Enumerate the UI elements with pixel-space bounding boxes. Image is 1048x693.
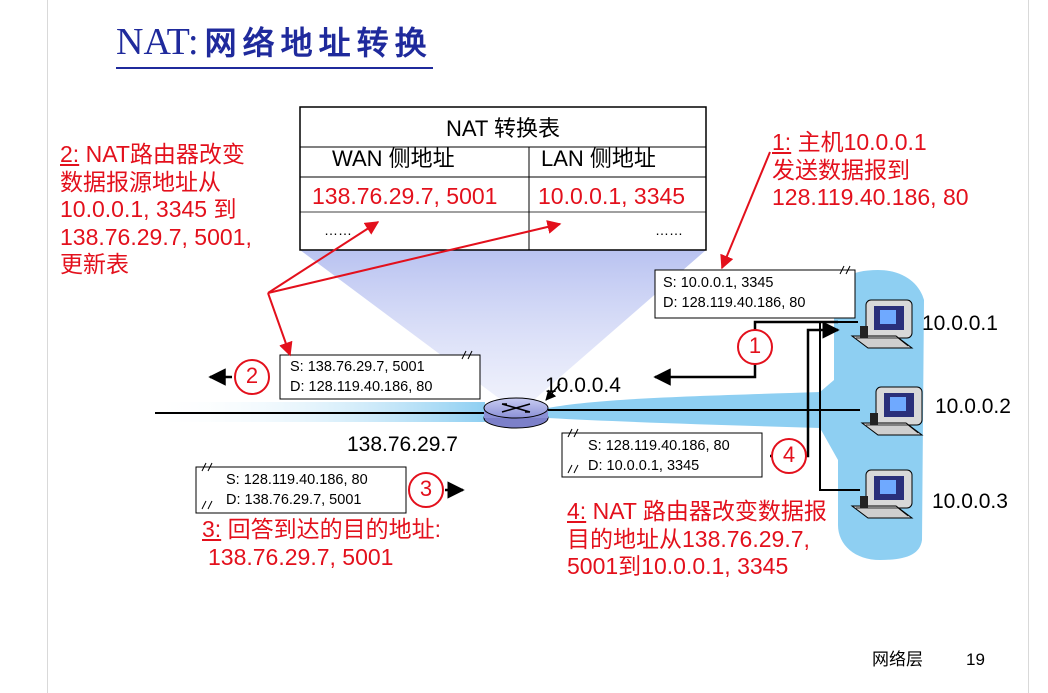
packet2-src: S: 138.76.29.7, 5001 — [290, 359, 425, 375]
slide-right-margin — [1028, 0, 1048, 693]
note-step1-num: 1: — [772, 129, 792, 155]
step-circle-3-label: 3 — [419, 476, 433, 501]
note-step3-num: 3: — [202, 516, 222, 542]
note-step2-line3: 10.0.0.1, 3345 到 — [60, 196, 237, 223]
title-prefix: NAT: — [116, 21, 199, 63]
page-number: 19 — [966, 650, 985, 669]
table-col-lan: LAN 侧地址 — [541, 146, 656, 171]
host3-address: 10.0.0.3 — [932, 490, 1008, 513]
note-step2: 2: NAT路由器改变 数据报源地址从 10.0.0.1, 3345 到 138… — [60, 141, 252, 279]
step-circle-1 — [737, 329, 773, 365]
packet-box-4 — [561, 428, 763, 478]
table-funnel-shade — [300, 250, 706, 405]
step-circle-1-label: 1 — [748, 333, 762, 358]
packet-box-3 — [195, 462, 407, 514]
host-computer-2-icon — [860, 386, 924, 436]
table-ellipsis-left: …… — [324, 222, 352, 238]
host-computer-3-icon — [850, 469, 914, 519]
table-wan-value: 138.76.29.7, 5001 — [312, 183, 498, 209]
table-ellipsis-right: …… — [655, 222, 683, 238]
step-circle-2 — [234, 359, 270, 395]
table-header: NAT 转换表 — [445, 116, 561, 141]
host1-address: 10.0.0.1 — [922, 312, 998, 335]
packet4-dst: D: 10.0.0.1, 3345 — [588, 458, 700, 474]
packet1-dst: D: 128.119.40.186, 80 — [663, 295, 806, 311]
note-step2-line2: 数据报源地址从 — [60, 168, 221, 195]
packet2-dst: D: 128.119.40.186, 80 — [290, 379, 433, 395]
slide-title: NAT:网络地址转换 — [116, 20, 433, 69]
callout-arrow-to-packet2 — [267, 292, 293, 357]
note-step1-line3: 128.119.40.186, 80 — [772, 184, 969, 211]
packet-box-2 — [279, 350, 481, 400]
note-step4-line2: 目的地址从138.76.29.7, — [567, 525, 810, 552]
packet1-src: S: 10.0.0.1, 3345 — [663, 275, 774, 291]
footer-label: 网络层 — [872, 650, 923, 669]
host2-address: 10.0.0.2 — [935, 395, 1011, 418]
packet-box-1 — [654, 265, 856, 319]
router-lan-address: 10.0.0.4 — [545, 374, 621, 397]
packet4-src: S: 128.119.40.186, 80 — [588, 438, 730, 454]
note-step2-line5: 更新表 — [60, 251, 129, 278]
note-step1-line2: 发送数据报到 — [772, 156, 910, 183]
note-step1-line1: 主机10.0.0.1 — [791, 129, 927, 155]
lan-region — [548, 270, 924, 560]
nat-router — [483, 397, 549, 429]
packet3-dst: D: 138.76.29.7, 5001 — [226, 492, 362, 508]
note-step4-num: 4: — [567, 498, 587, 524]
note-step4: 4: NAT 路由器改变数据报 目的地址从138.76.29.7, 5001到1… — [567, 498, 827, 581]
callout-arrow-to-lan — [267, 220, 562, 294]
flow-arrow-to-router — [545, 383, 561, 401]
note-step3-line1: 回答到达的目的地址: — [221, 516, 441, 542]
note-step2-line4: 138.76.29.7, 5001, — [60, 223, 252, 250]
note-step3-line2: 138.76.29.7, 5001 — [208, 543, 394, 570]
note-step3: 3: 回答到达的目的地址: 138.76.29.7, 5001 — [202, 516, 441, 571]
table-lan-value: 10.0.0.1, 3345 — [538, 183, 686, 209]
table-col-wan: WAN 侧地址 — [332, 146, 455, 171]
step-circle-2-label: 2 — [245, 363, 259, 388]
note-step2-line1: NAT路由器改变 — [79, 141, 245, 167]
note-step2-num: 2: — [60, 141, 80, 167]
note-step4-line3: 5001到10.0.0.1, 3345 — [567, 553, 789, 580]
callout-arrow-to-wan — [267, 221, 380, 294]
slide-left-margin — [0, 0, 48, 693]
packet3-src: S: 128.119.40.186, 80 — [226, 472, 368, 488]
note-step4-line1: NAT 路由器改变数据报 — [586, 498, 827, 524]
step-circle-4 — [771, 438, 807, 474]
step-circle-3 — [408, 472, 444, 508]
step-circle-4-label: 4 — [782, 442, 796, 467]
note-step1: 1: 主机10.0.0.1 发送数据报到 128.119.40.186, 80 — [772, 129, 969, 212]
callout-arrow-step1 — [720, 151, 771, 270]
router-wan-address: 138.76.29.7 — [347, 433, 458, 456]
host-computer-1-icon — [850, 299, 914, 349]
title-chinese: 网络地址转换 — [204, 25, 433, 61]
